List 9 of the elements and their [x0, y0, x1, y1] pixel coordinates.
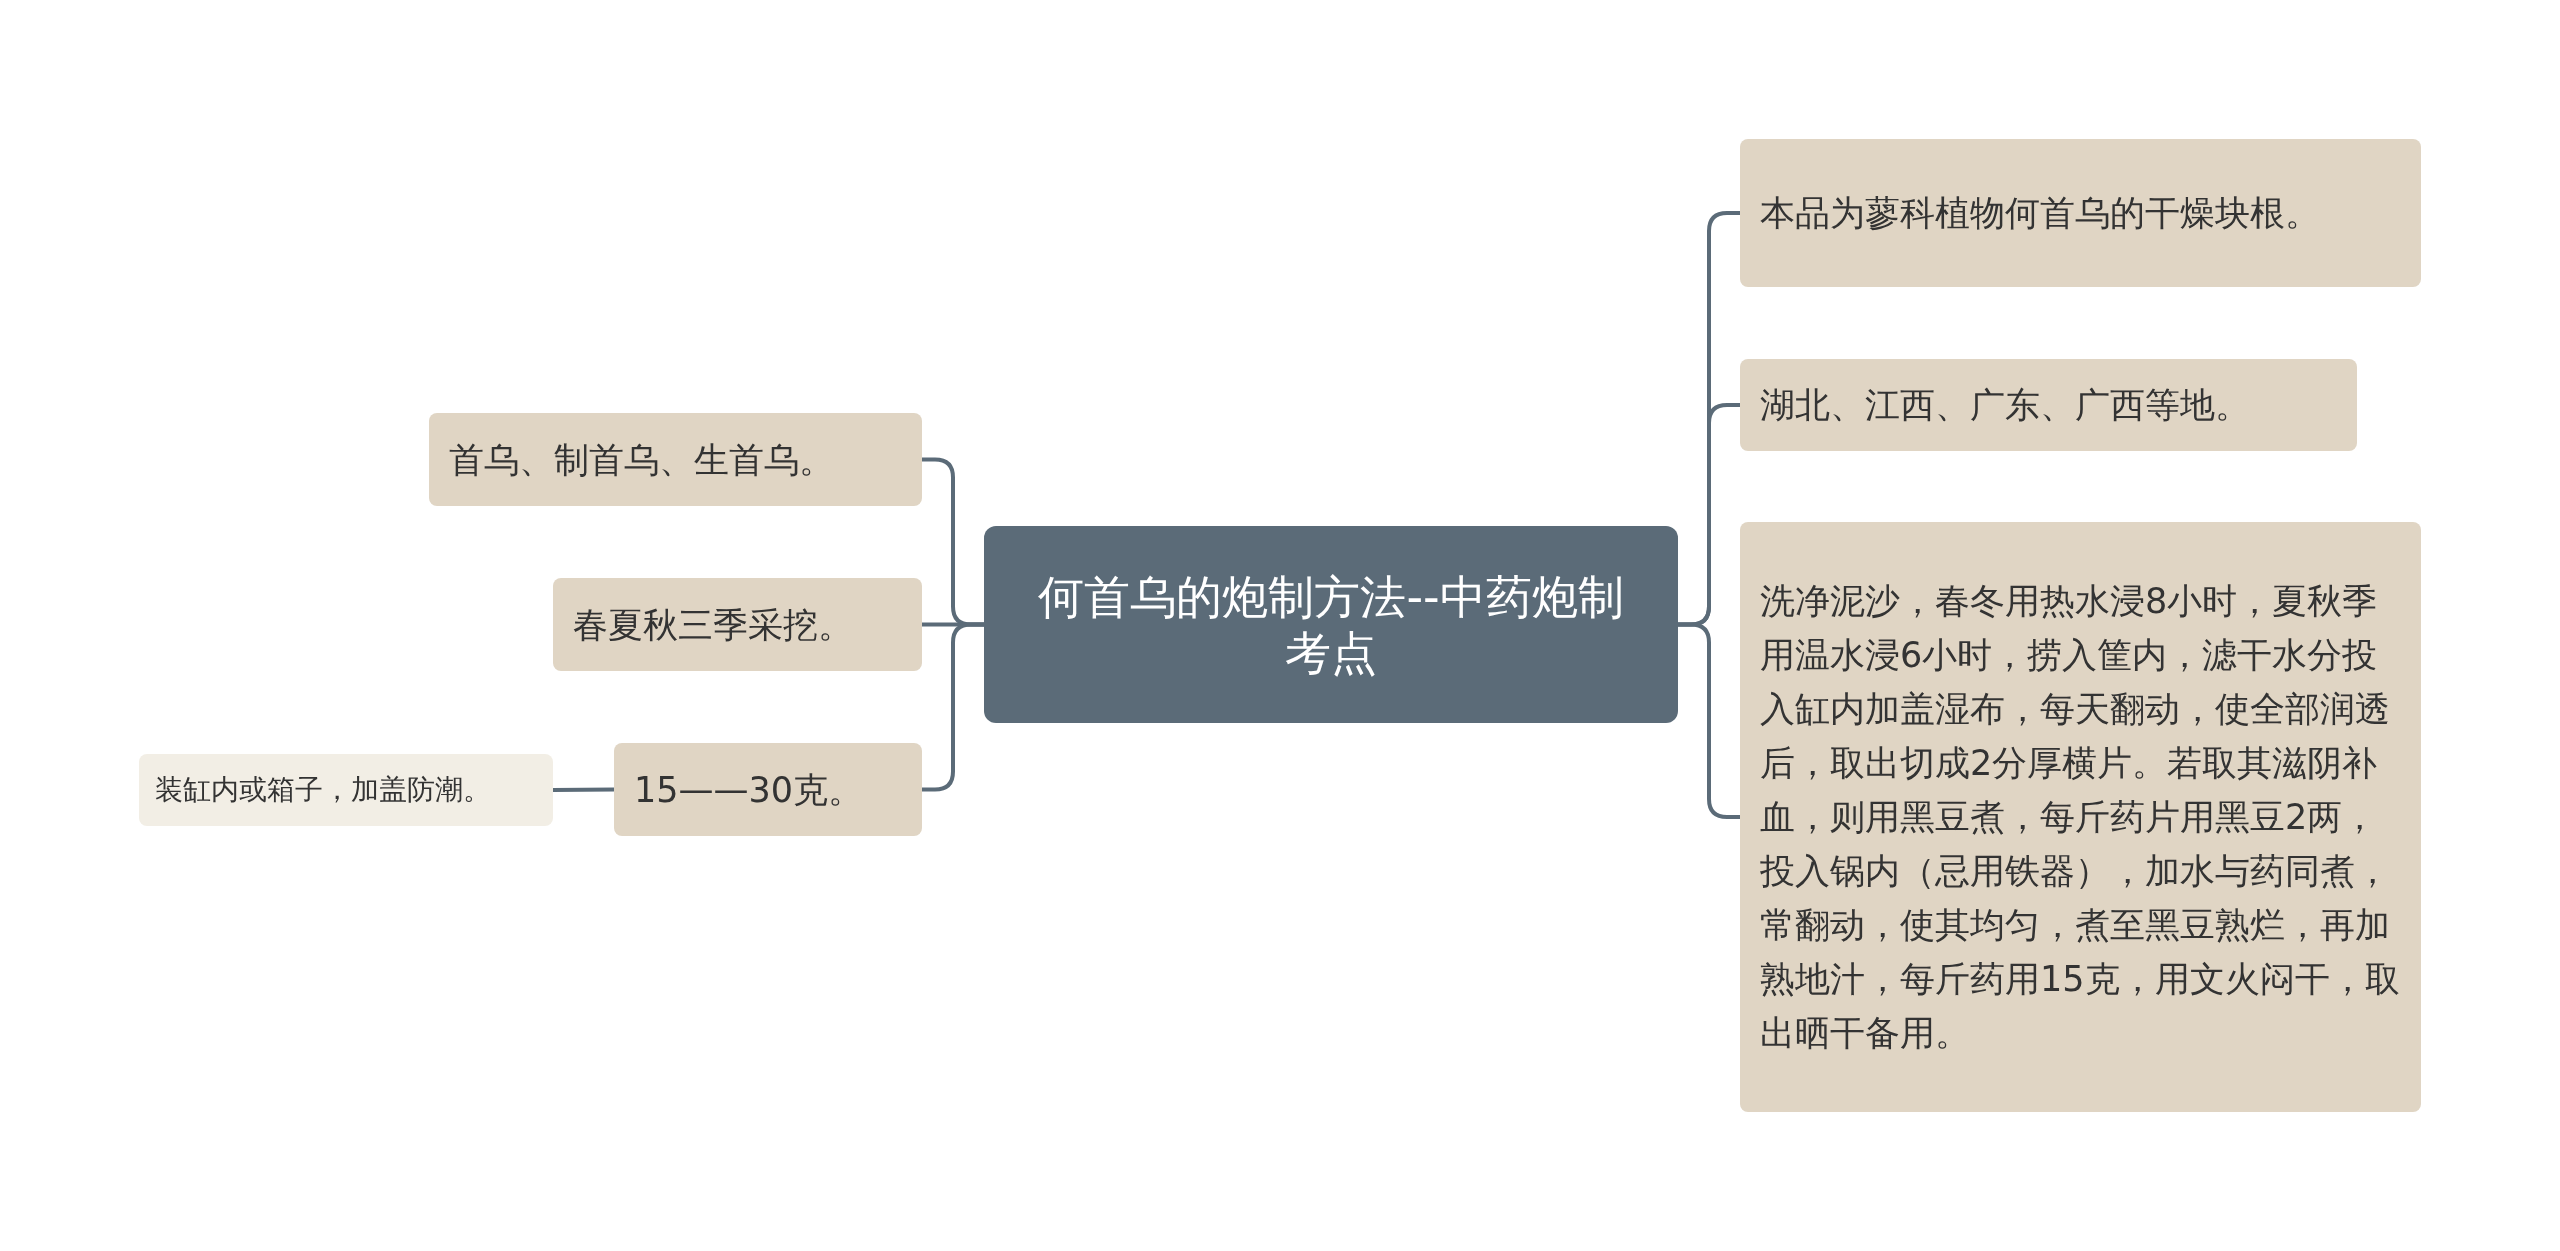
- branch-box: 洗净泥沙，春冬用热水浸8小时，夏秋季用温水浸6小时，捞入筐内，滤干水分投入缸内加盖湿布，每天翻动，使全部润透后，取出切成2分厚横片。若取其滋阴补血，则用黑豆煮，每斤药片用黑豆2两，投入锅内（忌用铁器），加水与药同煮，常翻动，使其均匀，煮至黑豆熟烂，再加熟地汁，每斤药用15克，用文火闷干，取出晒干备用。: [1740, 522, 2421, 1112]
- branch-box: 湖北、江西、广东、广西等地。: [1740, 359, 2357, 451]
- branch-box: 装缸内或箱子，加盖防潮。: [139, 754, 553, 826]
- branch-box: 首乌、制首乌、生首乌。: [429, 413, 922, 506]
- branch-box: 本品为蓼科植物何首乌的干燥块根。: [1740, 139, 2421, 287]
- branch-box: 春夏秋三季采挖。: [553, 578, 922, 671]
- topic-box: 何首乌的炮制方法--中药炮制考点: [984, 526, 1678, 723]
- branch-box: 15——30克。: [614, 743, 922, 836]
- connector-line: [553, 787, 614, 792]
